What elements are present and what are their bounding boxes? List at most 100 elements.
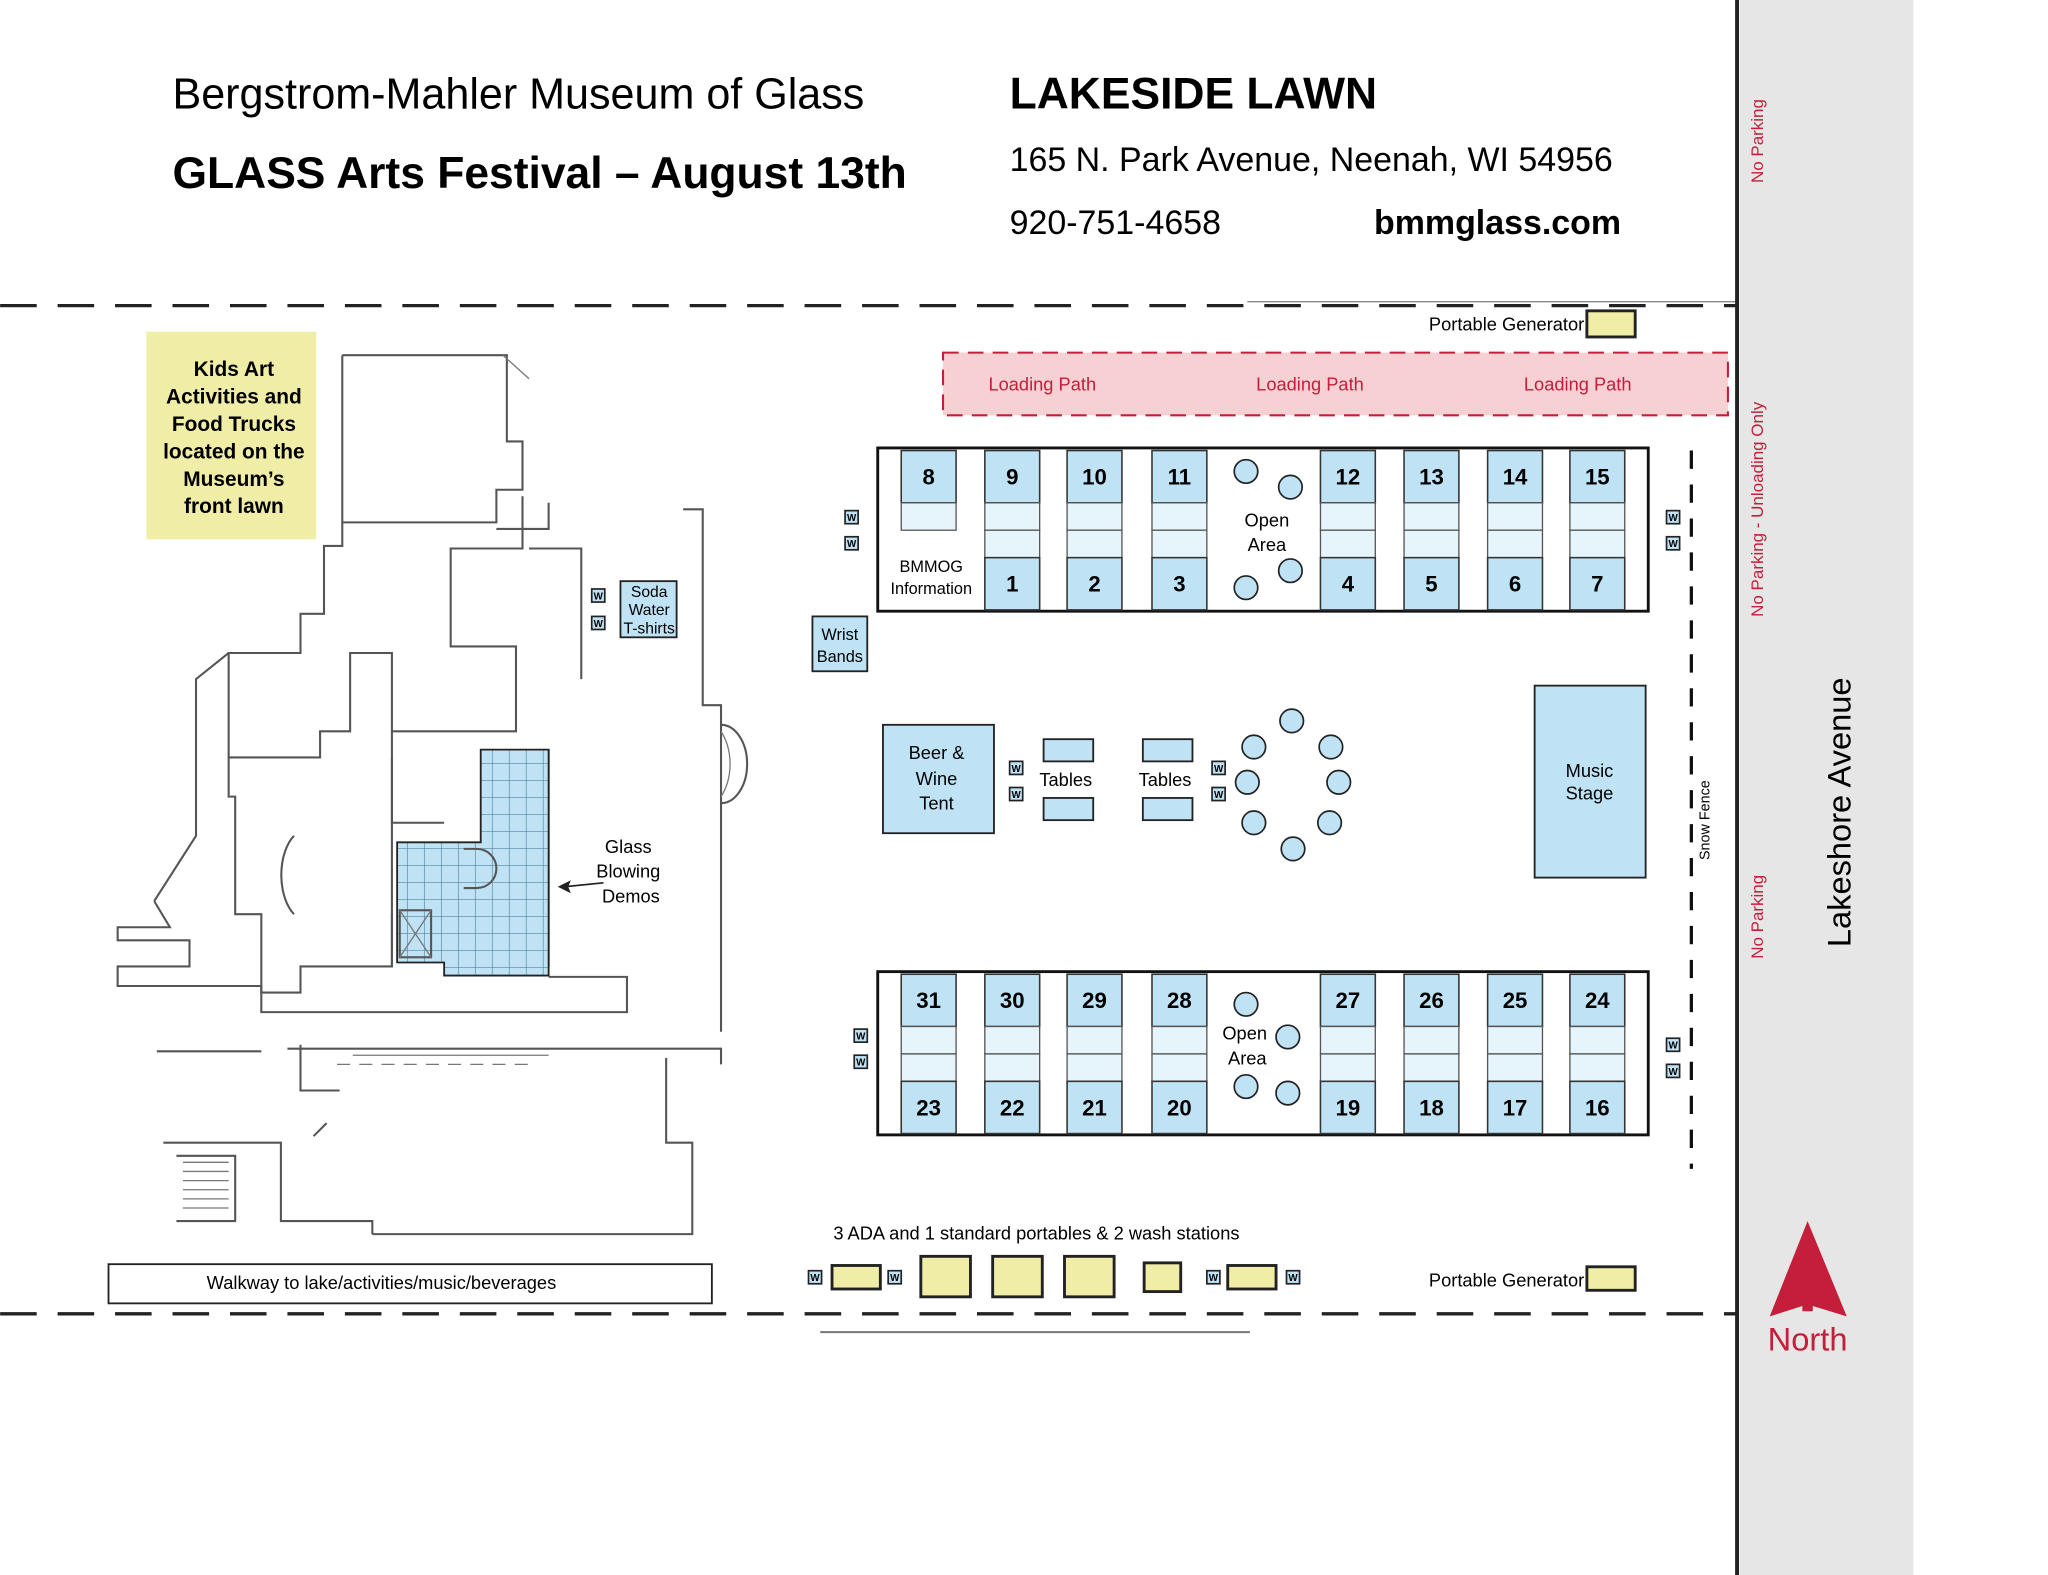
booth-spacer [984, 529, 1041, 559]
snow-fence-label: Snow Fence [1698, 780, 1714, 860]
round-table [1279, 708, 1305, 734]
booth-spacer [1319, 1053, 1376, 1082]
no-parking-top: No Parking [1748, 99, 1767, 183]
kids-note-line: Food Trucks [172, 413, 296, 436]
booth-spacer [900, 502, 957, 531]
booth-number: 23 [916, 1095, 941, 1120]
address: 165 N. Park Avenue, Neenah, WI 54956 [1010, 141, 1613, 179]
wash-station-icon: W [590, 588, 606, 603]
phone: 920-751-4658 [1010, 204, 1221, 242]
svg-text:W: W [847, 539, 857, 550]
ada-portable [991, 1254, 1044, 1299]
music-stage: Music Stage [1533, 684, 1647, 879]
demo-label-line: Demos [602, 885, 660, 906]
kids-note-line: Museum’s [183, 468, 284, 491]
wash-station-icon: W [1665, 1063, 1681, 1079]
round-tables [1233, 458, 1352, 1106]
round-table [1233, 991, 1259, 1017]
round-table [1277, 558, 1304, 584]
booth-number: 24 [1585, 988, 1610, 1013]
svg-text:W: W [1214, 764, 1224, 775]
booth-number: 8 [922, 465, 934, 490]
wash-station-icon: W [1008, 786, 1024, 802]
website-link[interactable]: bmmglass.com [1374, 204, 1621, 242]
booth-number: 22 [1000, 1095, 1025, 1120]
booth [1151, 556, 1208, 611]
wash-station-icon: W [844, 509, 859, 525]
round-table [1233, 1073, 1259, 1100]
north-label: North [1768, 1320, 1848, 1357]
booth-spacer [1569, 502, 1626, 531]
booth [1403, 1080, 1460, 1135]
booth-number: 11 [1168, 465, 1191, 490]
north-arrow-icon [1769, 1221, 1847, 1317]
round-table [1234, 769, 1260, 795]
beer-wine-label: Wine [916, 768, 958, 789]
wash-station-icon: W [853, 1028, 869, 1044]
booth [984, 556, 1041, 611]
museum-name: Bergstrom-Mahler Museum of Glass [173, 70, 865, 118]
booth-spacer [1486, 502, 1544, 531]
tables-label: Tables [1039, 769, 1092, 790]
road-surface [1739, 0, 1914, 1575]
round-table [1233, 575, 1259, 601]
booth-number: 5 [1425, 572, 1437, 597]
booth-number: 7 [1591, 572, 1603, 597]
booth-number: 31 [916, 988, 941, 1013]
wash-station-icon: W [1665, 1037, 1681, 1053]
round-table [1275, 1024, 1301, 1050]
wash-station-icon: W [1008, 760, 1024, 776]
booth-number: 6 [1509, 572, 1521, 597]
open-area-label: Area [1248, 534, 1287, 555]
generator-top: Portable Generator [1429, 309, 1637, 339]
round-table [1316, 810, 1343, 836]
music-stage-label: Stage [1566, 782, 1614, 803]
round-table [1241, 734, 1267, 760]
museum-floor-plan [116, 354, 749, 1236]
portables: 3 ADA and 1 standard portables & 2 wash … [830, 1222, 1278, 1299]
booth-number: 4 [1342, 572, 1355, 597]
booth [900, 1080, 957, 1135]
booth-spacer [1403, 502, 1460, 531]
booth [984, 449, 1041, 504]
wash-station-icon: W [1665, 509, 1681, 525]
booth [1486, 556, 1544, 611]
no-parking-unloading: No Parking - Unloading Only [1748, 401, 1767, 617]
round-table [1280, 836, 1306, 862]
svg-text:W: W [1209, 1273, 1219, 1284]
wrist-bands-label: Wrist [821, 626, 858, 644]
generator-bottom: Portable Generator [1429, 1265, 1637, 1292]
wrist-bands-booth: Wrist Bands [811, 615, 869, 673]
walkway: Walkway to lake/activities/music/beverag… [107, 1263, 713, 1305]
booth [1569, 1080, 1626, 1135]
booth-spacer [1486, 1025, 1544, 1055]
booth-spacer [1151, 529, 1208, 559]
ada-portable [1063, 1254, 1116, 1299]
booth-spacer [1486, 1053, 1544, 1082]
water-label: Water [629, 602, 670, 619]
booth [1151, 449, 1208, 504]
demo-label-line: Blowing [596, 861, 660, 882]
generator-label: Portable Generator [1429, 313, 1584, 334]
booth-number: 13 [1419, 465, 1444, 490]
kids-note-line: located on the [163, 440, 305, 463]
booth-number: 21 [1082, 1095, 1107, 1120]
booth-spacer [1319, 529, 1376, 559]
loading-path-label: Loading Path [1256, 373, 1364, 394]
svg-text:W: W [1288, 1273, 1298, 1284]
arrowhead-icon [557, 880, 571, 894]
generator-label: Portable Generator [1429, 1269, 1584, 1290]
booth-spacer [1403, 1025, 1460, 1055]
header: Bergstrom-Mahler Museum of Glass GLASS A… [173, 69, 1622, 241]
demo-label-line: Glass [605, 836, 652, 857]
round-table [1233, 458, 1259, 485]
booth-number: 25 [1503, 988, 1528, 1013]
loading-path-label: Loading Path [988, 373, 1096, 394]
round-table [1318, 734, 1344, 760]
booth [1403, 556, 1460, 611]
svg-text:W: W [810, 1273, 820, 1284]
info-booth-label: Information [890, 580, 972, 598]
svg-text:W: W [1668, 539, 1678, 550]
beer-wine-label: Beer & [909, 742, 965, 763]
